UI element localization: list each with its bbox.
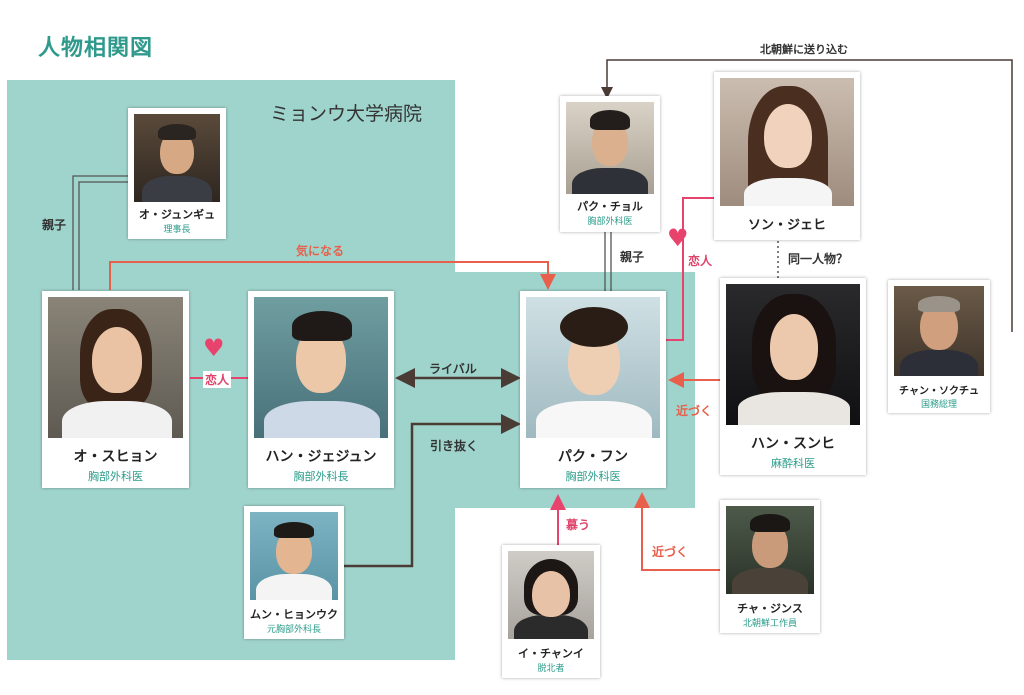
heart-icon-right: ♥	[667, 224, 689, 252]
role-han-jaejun: 胸部外科長	[293, 470, 349, 483]
card-jang-sukjoo: チャン・ソクチュ 国務総理	[888, 280, 990, 413]
label-kininaru: 気になる	[296, 244, 345, 258]
label-oyako-left: 親子	[42, 218, 67, 232]
photo-jang-sukjoo	[894, 286, 984, 376]
photo-lee-chaeyi	[508, 551, 594, 639]
photo-oh-junggyu	[134, 114, 220, 202]
photo-oh-suhyun	[48, 297, 183, 438]
line-kitachosen	[601, 59, 1013, 332]
role-cha-jinsu: 北朝鮮工作員	[742, 619, 797, 629]
photo-park-chul	[566, 102, 654, 194]
name-oh-junggyu: オ・ジュンギュ	[138, 208, 216, 221]
name-moon-hyunwook: ムン・ヒョンウク	[250, 608, 338, 621]
role-oh-junggyu: 理事長	[163, 225, 191, 235]
role-jang-sukjoo: 国務総理	[920, 400, 957, 410]
line-kininaru	[109, 261, 556, 290]
heart-icon-left: ♥	[203, 334, 225, 362]
card-park-chul: パク・チョル 胸部外科医	[560, 96, 660, 232]
line-koibito-right	[666, 197, 714, 341]
line-hikinuku	[344, 414, 521, 568]
label-koibito-right: 恋人	[688, 254, 713, 268]
line-chikazuku-2	[634, 492, 720, 571]
line-oyako-left	[72, 175, 130, 290]
label-hikinuku: 引き抜く	[430, 439, 479, 453]
label-kitachosen: 北朝鮮に送り込む	[760, 43, 848, 56]
label-oyako-right: 親子	[620, 250, 645, 264]
card-song-jaehee: ソン・ジェヒ	[714, 72, 860, 240]
label-douitsu: 同一人物？	[788, 252, 849, 266]
card-moon-hyunwook: ムン・ヒョンウク 元胸部外科長	[244, 506, 344, 639]
name-cha-jinsu: チャ・ジンス	[737, 602, 803, 615]
photo-cha-jinsu	[726, 506, 814, 594]
photo-park-hoon	[526, 297, 660, 438]
card-lee-chaeyi: イ・チャンイ 脱北者	[502, 545, 600, 678]
photo-han-jaejun	[254, 297, 388, 438]
name-park-chul: パク・チョル	[577, 200, 643, 213]
card-han-seunghee: ハン・スンヒ 麻酔科医	[720, 278, 866, 475]
role-han-seunghee: 麻酔科医	[771, 457, 815, 470]
label-rival: ライバル	[429, 362, 477, 376]
card-oh-suhyun: オ・スヒョン 胸部外科医	[42, 291, 189, 488]
photo-moon-hyunwook	[250, 512, 338, 600]
card-oh-junggyu: オ・ジュンギュ 理事長	[128, 108, 226, 239]
label-koibito-left: 恋人	[203, 371, 232, 388]
role-park-chul: 胸部外科医	[587, 217, 633, 227]
name-song-jaehee: ソン・ジェヒ	[747, 218, 826, 233]
name-han-jaejun: ハン・ジェジュン	[265, 449, 377, 465]
photo-han-seunghee	[726, 284, 860, 425]
name-han-seunghee: ハン・スンヒ	[751, 436, 835, 452]
name-jang-sukjoo: チャン・ソクチュ	[899, 386, 979, 397]
card-park-hoon: パク・フン 胸部外科医	[520, 291, 666, 488]
label-chikazuku-1: 近づく	[676, 404, 713, 418]
label-shitau: 慕う	[566, 518, 591, 532]
role-oh-suhyun: 胸部外科医	[88, 470, 143, 483]
line-oyako-right	[604, 232, 612, 292]
name-oh-suhyun: オ・スヒョン	[73, 449, 158, 465]
role-park-hoon: 胸部外科医	[565, 470, 621, 483]
photo-song-jaehee	[720, 78, 854, 206]
card-cha-jinsu: チャ・ジンス 北朝鮮工作員	[720, 500, 820, 633]
page-title: 人物相関図	[38, 35, 154, 61]
role-lee-chaeyi: 脱北者	[537, 664, 565, 674]
hospital-label: ミョンウ大学病院	[270, 103, 423, 125]
label-chikazuku-2: 近づく	[652, 545, 689, 559]
card-han-jaejun: ハン・ジェジュン 胸部外科長	[248, 291, 394, 488]
name-lee-chaeyi: イ・チャンイ	[518, 647, 584, 660]
role-moon-hyunwook: 元胸部外科長	[266, 625, 321, 635]
name-park-hoon: パク・フン	[558, 449, 628, 465]
